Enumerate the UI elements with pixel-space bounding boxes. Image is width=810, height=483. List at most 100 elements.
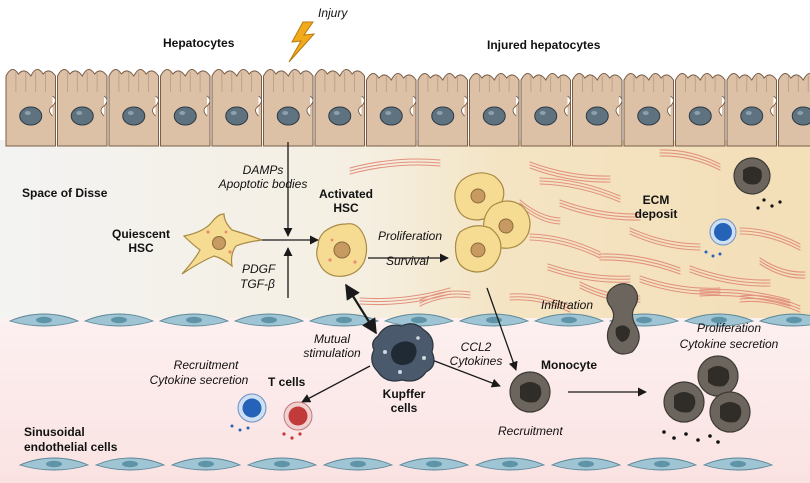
- arrows: [262, 142, 647, 403]
- activated-hsc-icon: [316, 223, 368, 277]
- hepatocyte-cell-icon: [675, 73, 726, 147]
- collagen-fibre: [629, 227, 701, 251]
- collagen-fibre: [659, 149, 721, 171]
- collagen-fibre: [509, 293, 571, 313]
- collagen-fibre: [419, 290, 471, 307]
- proliferating-hsc-cluster-icon: [454, 172, 531, 273]
- t-cell-recruitment-arrow: [301, 365, 371, 403]
- damps-label: DAMPs: [242, 163, 284, 177]
- endothelial-cell-icon: [474, 457, 546, 471]
- hepatocyte-cell-icon: [520, 73, 571, 147]
- endothelial-cell-icon: [233, 313, 305, 327]
- activated-hsc-label-1: Activated: [318, 187, 374, 201]
- collagen-fibre: [739, 294, 801, 313]
- collagen-fibre: [689, 265, 771, 287]
- kupffer-cell-icon: [371, 323, 435, 382]
- quiescent-hsc-label-1: Quiescent: [111, 227, 171, 241]
- collagen-fibre: [599, 253, 681, 275]
- endothelial-cell-icon: [170, 457, 242, 471]
- t-cell-icon: [230, 393, 313, 440]
- kupffer-label-1: Kupffer: [382, 387, 426, 401]
- endothelial-cell-icon: [758, 313, 810, 327]
- endothelial-cell-icon: [94, 457, 166, 471]
- hsc-ccl2-arrow: [486, 287, 518, 371]
- endothelial-cell-rows: [8, 313, 810, 471]
- collagen-fibre: [539, 177, 621, 203]
- endothelial-cell-icon: [533, 313, 605, 327]
- hepatocyte-cell-icon: [160, 69, 211, 147]
- right-proliferation-label: Proliferation: [696, 321, 762, 335]
- endothelial-cell-icon: [550, 457, 622, 471]
- collagen-fibre: [739, 227, 801, 251]
- left-recruitment-label: Recruitment: [173, 358, 239, 372]
- hepatocyte-cell-icon: [57, 69, 108, 147]
- endothelial-cell-icon: [8, 313, 80, 327]
- t-cells-label: T cells: [268, 375, 306, 389]
- injury-bolt-icon: [288, 21, 316, 63]
- monocyte-cell-icon: [509, 371, 551, 413]
- left-cytokine-secretion-label: Cytokine secretion: [149, 373, 249, 387]
- hepatocyte-cell-icon: [623, 73, 674, 147]
- injured-hepatocytes-label: Injured hepatocytes: [487, 38, 601, 52]
- mutual-stimulation-label-1: Mutual: [313, 332, 351, 346]
- endothelial-cell-icon: [702, 457, 774, 471]
- right-cytokine-secretion-label: Cytokine secretion: [679, 337, 779, 351]
- space-of-disse-label: Space of Disse: [22, 186, 108, 200]
- infiltrating-monocyte-icon: [606, 283, 640, 355]
- collagen-fibre: [759, 257, 806, 279]
- proliferation-label: Proliferation: [378, 229, 443, 243]
- space-of-disse-region: [0, 140, 810, 320]
- survival-label: Survival: [386, 254, 429, 268]
- endothelial-cell-icon: [158, 313, 230, 327]
- collagen-fibre: [559, 199, 641, 221]
- hepatocyte-cell-icon: [778, 73, 810, 147]
- hepatocyte-cell-icon: [366, 73, 417, 147]
- endothelial-cell-icon: [83, 313, 155, 327]
- cytokines-label: Cytokines: [449, 354, 503, 368]
- endothelial-cell-icon: [683, 313, 755, 327]
- hepatocyte-cell-icon: [417, 73, 468, 147]
- hepatocyte-cell-icon: [108, 69, 159, 147]
- hepatocyte-cell-icon: [572, 73, 623, 147]
- collagen-fibre: [547, 263, 631, 283]
- hepatocyte-cell-icon: [211, 69, 262, 147]
- recruitment-label: Recruitment: [498, 424, 563, 438]
- endothelial-cell-icon: [322, 457, 394, 471]
- quiescent-hsc-icon: [181, 213, 263, 275]
- ecm-lymphocyte-icon: [704, 218, 737, 258]
- hepatocyte-cell-icon: [726, 73, 777, 147]
- endothelial-cell-icon: [246, 457, 318, 471]
- collagen-fibre: [349, 158, 441, 175]
- infiltration-label: Infiltration: [541, 298, 594, 312]
- hepatocytes-label: Hepatocytes: [163, 36, 235, 50]
- hepatocyte-layer: [5, 69, 810, 147]
- hepatocyte-cell-icon: [5, 69, 56, 147]
- macrophage-cluster-icon: [662, 355, 751, 444]
- mutual-stimulation-arrow: [345, 283, 377, 335]
- hepatocyte-cell-icon: [469, 73, 520, 147]
- endothelial-cell-icon: [18, 457, 90, 471]
- kupffer-label-2: cells: [390, 401, 418, 415]
- collagen-fibre: [529, 161, 611, 183]
- hepatocyte-cell-icon: [263, 69, 314, 147]
- endothelial-cell-icon: [626, 457, 698, 471]
- mutual-stimulation-label-2: stimulation: [303, 346, 361, 360]
- apoptotic-bodies-label: Apoptotic bodies: [218, 177, 308, 191]
- ecm-label-1: ECM: [642, 193, 670, 207]
- collagen-fibre: [639, 275, 721, 295]
- monocyte-label: Monocyte: [541, 358, 598, 372]
- activated-hsc-label-2: HSC: [333, 201, 359, 215]
- collagen-fibre: [529, 233, 601, 259]
- tgf-beta-label: TGF-β: [240, 277, 275, 291]
- endothelial-cell-icon: [398, 457, 470, 471]
- ecm-macrophage-icon: [733, 157, 782, 210]
- ccl2-label: CCL2: [460, 340, 492, 354]
- collagen-fibre: [699, 288, 791, 307]
- sinusoidal-label-2: endothelial cells: [24, 440, 118, 454]
- quiescent-hsc-label-2: HSC: [128, 241, 154, 255]
- sinusoidal-label-1: Sinusoidal: [24, 425, 85, 439]
- pdgf-label: PDGF: [242, 262, 276, 276]
- hepatocyte-cell-icon: [314, 69, 365, 147]
